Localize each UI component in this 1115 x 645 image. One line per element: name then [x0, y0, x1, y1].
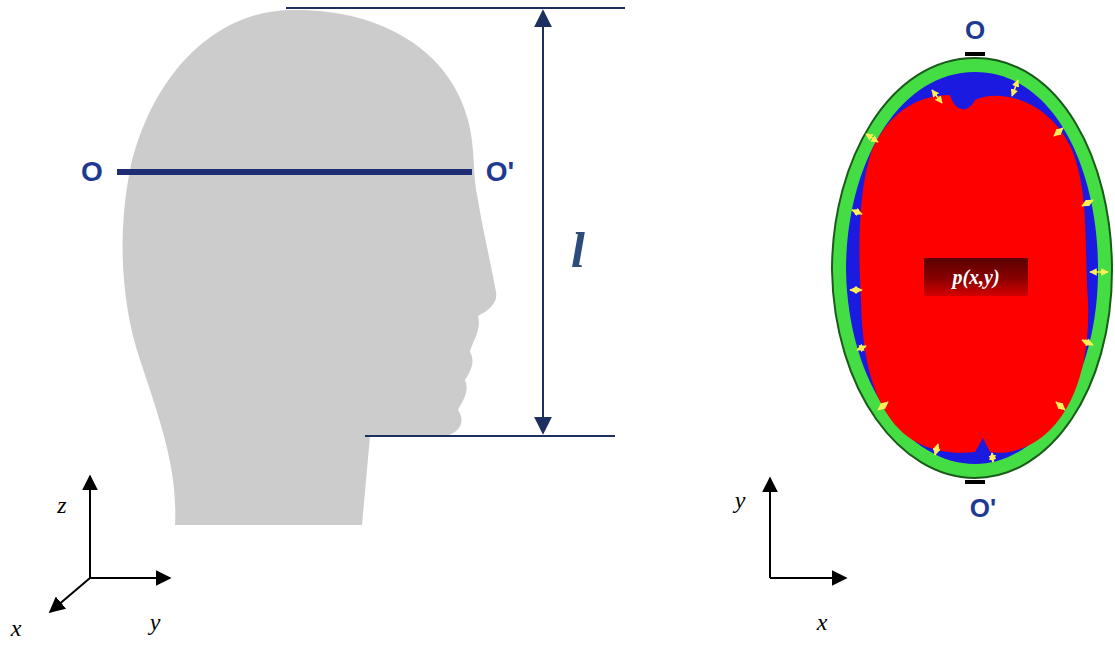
- electrode-mark: [965, 52, 985, 56]
- dimension-extension: [365, 435, 615, 437]
- dimension-extension: [286, 7, 625, 9]
- section-point: O': [486, 158, 514, 186]
- axis-x: [50, 578, 90, 612]
- axis-y: [90, 577, 170, 579]
- dimension-arrow: [542, 11, 544, 433]
- axis-z: [89, 476, 91, 578]
- axis-x: [770, 577, 846, 579]
- section-point: O: [81, 158, 103, 186]
- skull-layer: [846, 72, 1098, 464]
- section-point: O: [965, 17, 985, 43]
- axis-label: z: [57, 493, 66, 517]
- axis-label: y: [150, 610, 161, 634]
- axis-label: x: [817, 610, 828, 634]
- electrode-mark: [965, 480, 985, 484]
- scalp-layer: [832, 58, 1112, 478]
- section-point: O': [970, 495, 996, 521]
- brain-region: [859, 95, 1088, 453]
- value-label-box: p(x,y): [924, 258, 1028, 296]
- head-silhouette: [123, 10, 497, 525]
- section-line: [117, 169, 472, 175]
- axis-label: y: [735, 488, 746, 512]
- thickness-arrows: [850, 80, 1108, 462]
- node-text: p(x,y): [952, 267, 999, 287]
- dimension-label: l: [571, 225, 585, 275]
- axis-y: [769, 478, 771, 578]
- axis-label: x: [11, 616, 22, 640]
